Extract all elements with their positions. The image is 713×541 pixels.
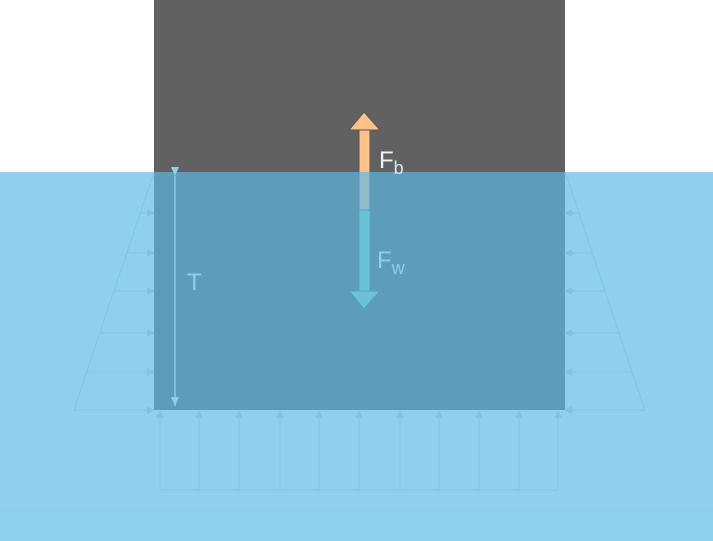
weight-label: Fw	[377, 247, 406, 278]
pressure-distribution	[73, 171, 646, 491]
water	[0, 172, 713, 541]
draft-label: T	[187, 269, 202, 296]
buoyancy-label: Fb	[379, 147, 404, 178]
